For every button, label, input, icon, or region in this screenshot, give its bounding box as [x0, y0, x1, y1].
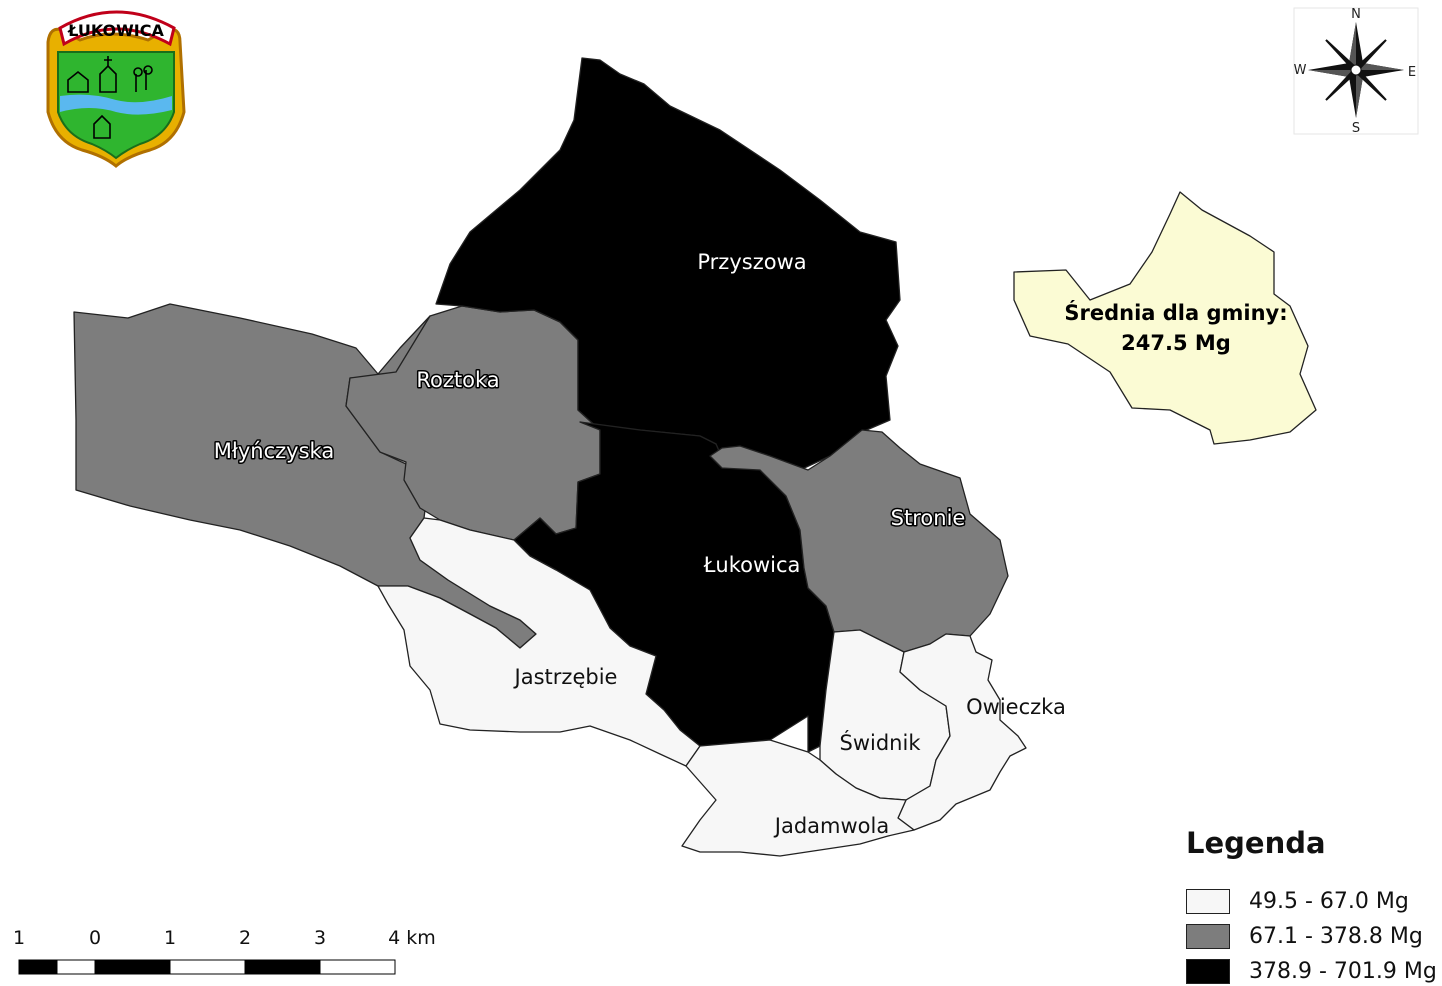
compass-rose: N S E W: [1293, 7, 1419, 136]
label-stronie: Stronie: [891, 506, 966, 530]
legend-item-high: 378.9 - 701.9 Mg: [1186, 957, 1437, 985]
region-labels: Przyszowa Roztoka Młyńczyska Łukowica St…: [212, 249, 1066, 839]
label-jadamwola: Jadamwola: [773, 814, 889, 838]
compass-w: W: [1294, 63, 1307, 78]
label-mlynczyska: Młyńczyska: [214, 439, 334, 463]
compass-n: N: [1351, 7, 1361, 22]
compass-s: S: [1352, 121, 1360, 136]
average-label: Średnia dla gminy:: [1064, 300, 1287, 325]
label-swidnik: Świdnik: [840, 730, 922, 755]
scale-bar: 1 0 1 2 3 4 km: [13, 927, 436, 975]
emblem-text: ŁUKOWICA: [67, 21, 164, 40]
label-jastrzebie: Jastrzębie: [513, 665, 618, 689]
legend-item-low: 49.5 - 67.0 Mg: [1186, 887, 1409, 915]
legend-label-low: 49.5 - 67.0 Mg: [1249, 888, 1409, 914]
scale-tick-4: 3: [314, 927, 326, 949]
regions: [73, 57, 1027, 857]
region-jastrzebie[interactable]: [377, 517, 701, 767]
legend-swatch-mid: [1186, 923, 1230, 949]
average-value: 247.5 Mg: [1121, 331, 1231, 355]
label-przyszowa: Przyszowa: [697, 250, 806, 274]
scale-tick-5: 4 km: [388, 927, 436, 949]
legend-item-mid: 67.1 - 378.8 Mg: [1186, 922, 1423, 950]
region-owieczka[interactable]: [897, 633, 1027, 831]
scale-tick-1: 0: [89, 927, 101, 949]
municipality-emblem: ŁUKOWICA: [46, 10, 186, 168]
municipality-average-inset: Średnia dla gminy: 247.5 Mg: [1013, 191, 1317, 445]
legend-label-high: 378.9 - 701.9 Mg: [1249, 958, 1437, 984]
scale-tick-0: 1: [13, 927, 25, 949]
legend-label-mid: 67.1 - 378.8 Mg: [1249, 923, 1423, 949]
legend-swatch-high: [1186, 958, 1230, 984]
compass-e: E: [1408, 65, 1416, 80]
label-roztoka: Roztoka: [416, 368, 499, 392]
legend-swatch-low: [1186, 888, 1230, 914]
region-stronie[interactable]: [709, 429, 1009, 653]
region-jadamwola[interactable]: [681, 739, 915, 857]
scale-tick-3: 2: [239, 927, 251, 949]
label-owieczka: Owieczka: [966, 695, 1066, 719]
label-lukowica: Łukowica: [703, 553, 801, 577]
scale-tick-2: 1: [164, 927, 176, 949]
average-polygon: [1013, 191, 1317, 445]
legend-title: Legenda: [1186, 826, 1326, 860]
